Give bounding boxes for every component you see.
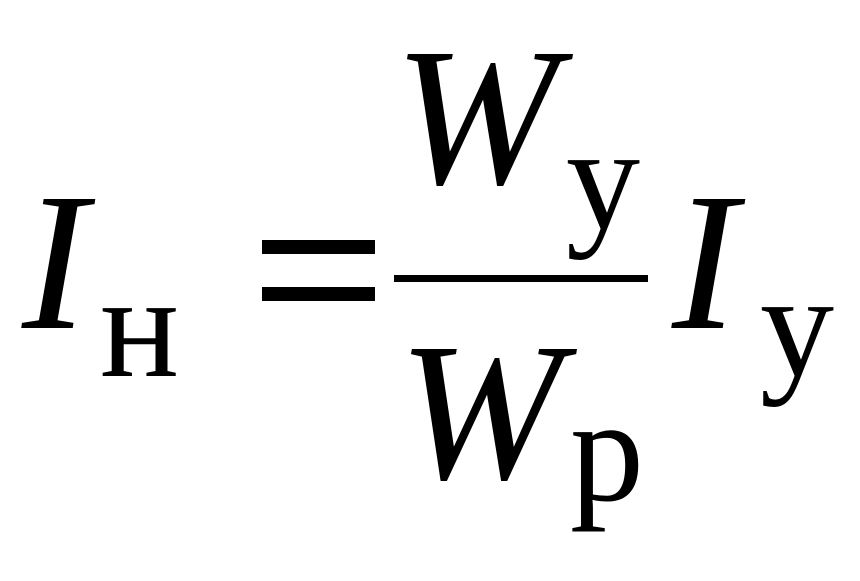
denominator-symbol: W <box>398 302 578 521</box>
equals-sign <box>262 240 375 301</box>
numerator-symbol: W <box>394 7 574 226</box>
lhs-subscript: н <box>100 245 179 409</box>
fraction-bar <box>394 275 648 282</box>
numerator-subscript: у <box>566 97 640 261</box>
lhs-symbol: I <box>21 152 96 371</box>
rhs-subscript: у <box>760 244 834 408</box>
denominator-subscript: р <box>570 369 644 533</box>
rhs-symbol: I <box>671 152 746 371</box>
